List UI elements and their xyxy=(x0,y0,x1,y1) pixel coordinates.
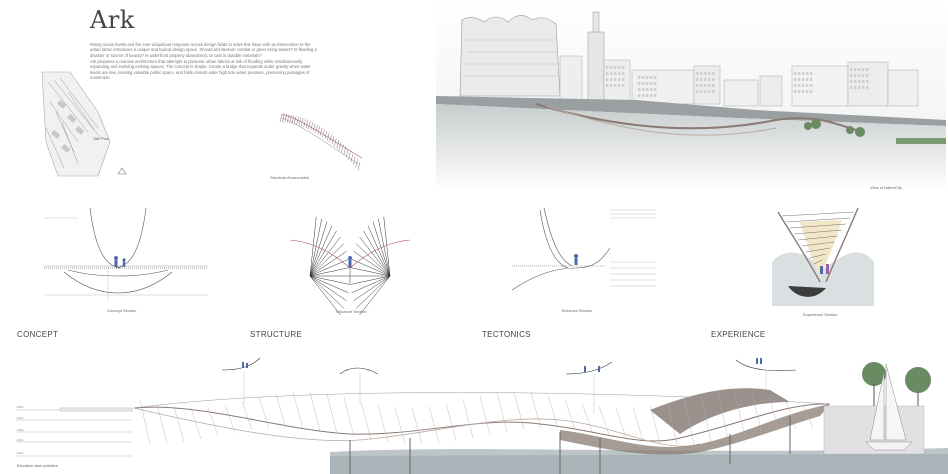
intro-paragraph-2: Ark proposes a reactive architecture tha… xyxy=(90,58,311,80)
experience-section-caption: Experience Section xyxy=(803,312,838,317)
elevation-caption: Elevation and activities xyxy=(17,463,58,468)
site-plan-drawing xyxy=(41,71,127,177)
concept-heading: CONCEPT xyxy=(17,330,59,339)
concept-section-caption: Concept Section xyxy=(107,308,137,313)
structure-section-caption: Structure Section xyxy=(336,309,367,314)
site-plan-caption: Site Plan xyxy=(93,136,110,141)
tectonics-heading: TECTONICS xyxy=(482,330,531,339)
intro-paragraph-1: Rising ocean levels and the ever-ubiquit… xyxy=(90,42,317,58)
view-caption: View of HafenCity xyxy=(870,185,902,190)
concept-section-drawing xyxy=(44,207,208,300)
tectonics-section-caption: Tectonics Section xyxy=(561,308,593,313)
page-title: Ark xyxy=(90,6,135,34)
tectonics-section-drawing xyxy=(511,207,656,291)
structure-axonometric-drawing xyxy=(279,113,363,171)
level-label-3: 4.0m xyxy=(17,428,24,432)
level-label-2: 6.0m xyxy=(17,416,24,420)
structure-heading: STRUCTURE xyxy=(250,330,303,339)
level-label-4: 2.0m xyxy=(17,438,24,442)
experience-heading: EXPERIENCE xyxy=(711,330,766,339)
structure-axonometric-caption: Structure Axonometric xyxy=(270,175,310,180)
elevation-drawing xyxy=(16,357,948,474)
hafencity-view-render xyxy=(436,0,946,190)
structure-section-drawing xyxy=(289,216,411,316)
level-label-1: 8.5m xyxy=(17,405,24,409)
level-label-5: 0.0m xyxy=(17,451,24,455)
intro-text: Rising ocean levels and the ever-ubiquit… xyxy=(90,42,320,81)
experience-section-drawing xyxy=(772,207,874,306)
